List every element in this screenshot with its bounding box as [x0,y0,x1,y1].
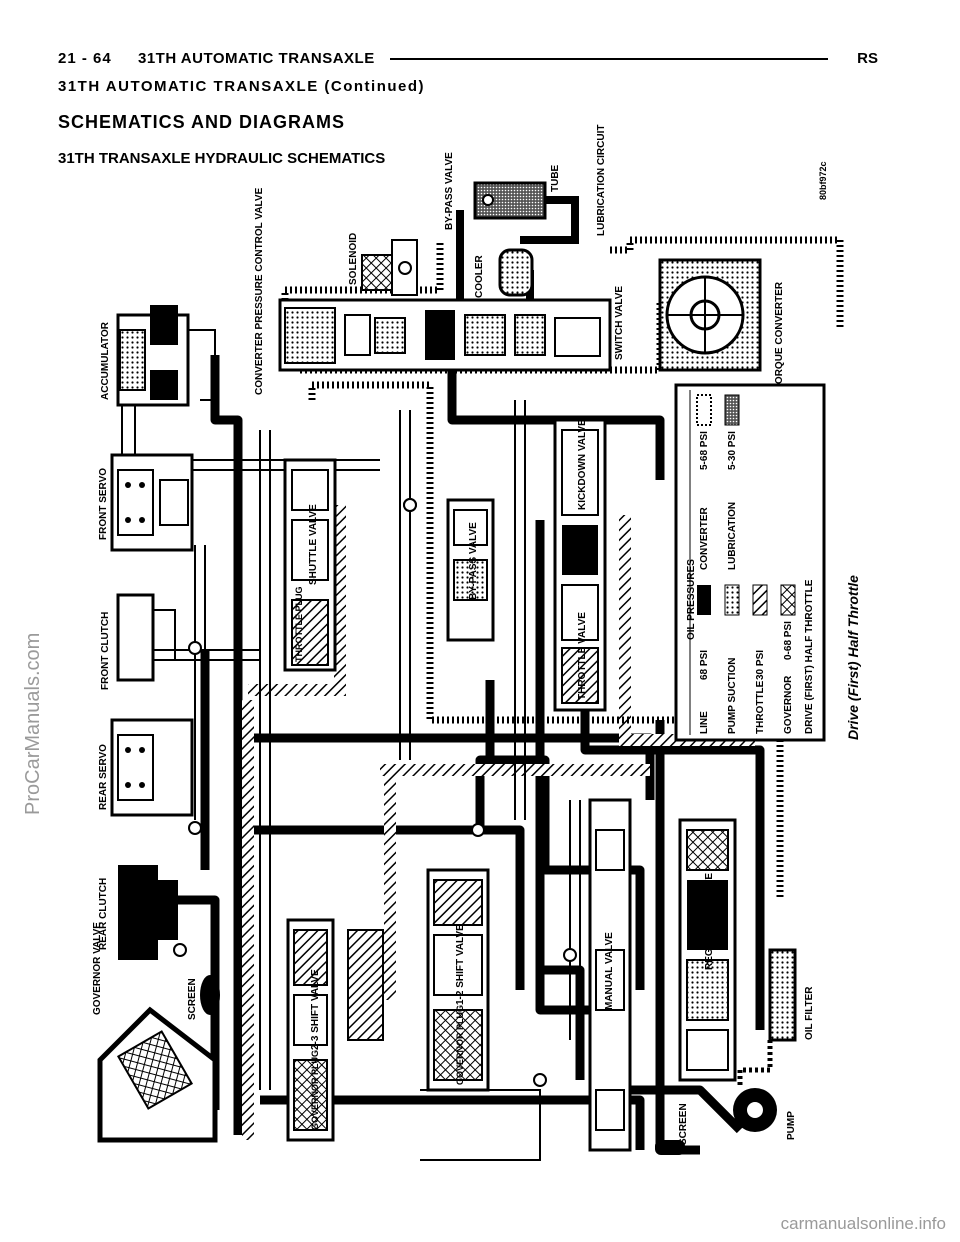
label-cooler: COOLER [474,254,485,298]
label-manual-valve: MANUAL VALVE [604,932,615,1010]
accumulator [116,305,216,407]
legend-governor-value: 0-68 PSI [783,621,794,660]
figure-id: 80bf972c [818,161,828,200]
shift-valve-1-2 [426,868,490,1092]
label-front-servo: FRONT SERVO [98,468,109,540]
legend-converter-swatch [696,394,712,426]
label-front-clutch: FRONT CLUTCH [100,612,111,690]
legend-lubrication-name: LUBRICATION [727,502,738,570]
label-governor-plug-2-3: GOVERNOR PLUG [310,1050,320,1130]
page-header: 21 - 64 31TH AUTOMATIC TRANSAXLE RS [58,50,878,70]
label-governor-plug-1-2: GOVERNOR PLUG [455,1005,465,1085]
footer-watermark: carmanualsonline.info [780,1214,946,1233]
check-points [403,498,547,1087]
label-switch-valve: SWITCH VALVE [614,286,625,360]
label-bypass-valve-top: BY-PASS VALVE [444,152,455,230]
legend-throttle-value: 30 PSI [755,650,766,680]
pump [655,1088,777,1155]
cooler [473,181,547,297]
label-bypass-valve-mid: BY-PASS VALVE [468,522,479,600]
legend-converter-name: CONVERTER [699,506,710,570]
section-heading: SCHEMATICS AND DIAGRAMS [58,112,345,132]
oil-filter [737,948,797,1085]
label-lubrication-circuit: LUBRICATION CIRCUIT [596,125,607,236]
page-number: 21 - 64 [58,50,112,67]
legend-lubrication-swatch [724,394,740,426]
figure-caption: Drive (First) Half Throttle [845,575,861,740]
model-code: RS [857,50,878,67]
label-throttle-valve: THROTTLE VALVE [577,612,588,700]
shuttle-valve [283,458,337,672]
legend-line-swatch [697,585,711,615]
shift-valve-2-3 [286,918,384,1142]
label-pump: PUMP [786,1111,797,1140]
oil-pressure-legend: OIL PRESSURES LINE 68 PSI PUMP SUCTION T… [674,383,826,742]
label-solenoid: SOLENOID [348,233,359,285]
label-accumulator: ACCUMULATOR [100,321,111,400]
legend-pump-suction-swatch [724,584,740,616]
header-rule [390,58,828,60]
label-shuttle-valve: SHUTTLE VALVE [308,504,319,585]
regulator-valve [678,818,737,1082]
rear-servo [110,718,202,835]
legend-governor-swatch [780,584,796,616]
label-oil-filter: OIL FILTER [804,986,815,1040]
legend-throttle-swatch [752,584,768,616]
label-governor-valve: GOVERNOR VALVE [92,922,103,1015]
label-shift-valve-1-2: 1-2 SHIFT VALVE [455,924,466,1005]
label-throttle-plug: THROTTLE PLUG [294,587,304,663]
bypass-valve [403,498,495,642]
manual-valve [563,798,632,1152]
label-torque-converter: TORQUE CONVERTER [774,281,785,390]
torque-converter [658,258,762,372]
legend-throttle-name: THROTTLE [755,680,766,734]
legend-footer: DRIVE (FIRST) HALF THROTTLE [804,579,815,734]
front-clutch [116,593,202,682]
legend-line-name: LINE [699,711,710,734]
label-converter-pressure-control-valve: CONVERTER PRESSURE CONTROL VALVE [254,187,265,395]
governor-valve [97,975,220,1143]
label-screen-bottom: SCREEN [678,1103,689,1145]
label-rear-clutch: REAR CLUTCH [98,878,109,950]
front-servo [110,453,194,552]
label-kickdown-valve: KICKDOWN VALVE [577,419,588,510]
legend-pump-suction-name: PUMP SUCTION [727,658,738,735]
section-title: 31TH AUTOMATIC TRANSAXLE [138,50,375,67]
legend-line-value: 68 PSI [699,650,710,680]
legend-heading: OIL PRESSURES [686,559,697,640]
legend-governor-name: GOVERNOR [783,675,794,734]
label-shift-valve-2-3: 2-3 SHIFT VALVE [310,969,321,1050]
solenoid [361,239,418,296]
converter-pressure-valve-body [278,298,612,372]
label-screen-left: SCREEN [187,978,198,1020]
label-rear-servo: REAR SERVO [98,744,109,810]
legend-lubrication-value: 5-30 PSI [727,431,738,470]
diagram-title: 31TH TRANSAXLE HYDRAULIC SCHEMATICS [58,150,386,167]
continued-heading: 31TH AUTOMATIC TRANSAXLE (Continued) [58,78,426,95]
legend-converter-value: 5-68 PSI [699,431,710,470]
kickdown-throttle-valve [553,418,607,712]
label-regulator-valve: REGULATOR VALVE [704,873,715,970]
rear-clutch [118,865,187,960]
label-tube: TUBE [550,164,561,192]
